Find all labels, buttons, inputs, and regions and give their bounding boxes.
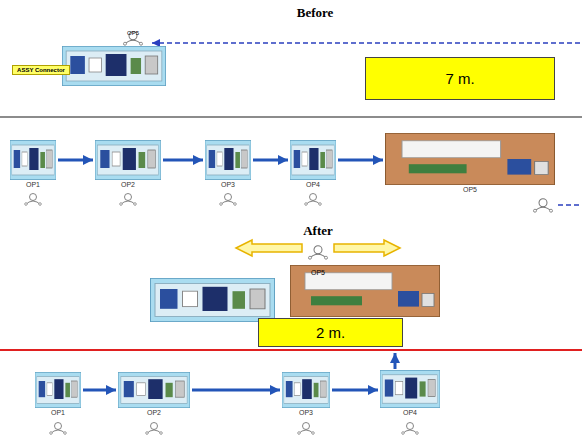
part-tag: ASSY Connector [12, 65, 70, 75]
assy-bench [150, 278, 275, 322]
station-label: OP3 [299, 408, 313, 418]
up-arrow [394, 353, 397, 369]
operator-icon [146, 423, 163, 435]
section-title: Before [297, 3, 334, 21]
red-line [0, 349, 582, 351]
station-picture [35, 372, 81, 408]
dimension-box: 2 m. [258, 318, 403, 347]
station-picture [95, 140, 161, 180]
operator-label: OP5 [127, 21, 139, 39]
walk-path [152, 42, 580, 44]
station-label: OP1 [26, 180, 40, 190]
section-title: After [303, 223, 333, 238]
station-label: OP4 [306, 180, 320, 190]
station-label: OP5 [463, 185, 477, 195]
move-arrow [334, 240, 400, 256]
station-picture [380, 370, 440, 408]
operator-icon [305, 194, 322, 206]
operator-label: OP5 [311, 261, 325, 279]
station-picture [282, 372, 330, 408]
operator-icon [534, 199, 553, 212]
station-picture [118, 372, 190, 408]
operator-icon [120, 194, 137, 206]
operator-icon [298, 423, 315, 435]
move-arrow [236, 240, 302, 256]
flow-arrow [332, 389, 378, 392]
station-label: OP2 [121, 180, 135, 190]
dimension-box: 7 m. [365, 57, 555, 100]
station: OP1 [35, 372, 81, 418]
operator-icon [309, 246, 328, 259]
station-label: OP1 [51, 408, 65, 418]
station-picture [205, 140, 251, 180]
station-label: OP3 [221, 180, 235, 190]
station-picture [290, 265, 440, 317]
operator-label: OP5 [127, 30, 139, 36]
operator-icon [402, 423, 419, 435]
flow-arrow [58, 159, 93, 162]
station-label: OP4 [403, 408, 417, 418]
station: OP4 [380, 370, 440, 418]
station: OP2 [95, 140, 161, 190]
assy-bench [62, 46, 166, 86]
station: OP1 [10, 140, 56, 190]
dimension-label: 7 m. [445, 70, 474, 88]
station: OP3 [205, 140, 251, 190]
station: OP4 [290, 140, 336, 190]
station-picture [290, 140, 336, 180]
part-label: ASSY Connector [17, 67, 65, 74]
section-title: After [303, 221, 333, 239]
flow-arrow [253, 159, 288, 162]
operator-icon [50, 423, 67, 435]
station: OP2 [118, 372, 190, 418]
flow-arrow [163, 159, 203, 162]
station-picture [385, 133, 555, 185]
separator-line [0, 116, 582, 118]
flow-arrow [192, 389, 280, 392]
station: OP3 [282, 372, 330, 418]
station-picture [10, 140, 56, 180]
flow-arrow [83, 389, 116, 392]
walk-path [558, 204, 582, 206]
section-title: Before [297, 5, 334, 20]
operator-icon [25, 194, 42, 206]
dimension-label: 2 m. [316, 324, 345, 342]
station: OP5 [385, 133, 555, 195]
station-label: OP2 [147, 408, 161, 418]
operator-label: OP5 [311, 269, 325, 276]
flow-arrow [338, 159, 383, 162]
operator-icon [220, 194, 237, 206]
